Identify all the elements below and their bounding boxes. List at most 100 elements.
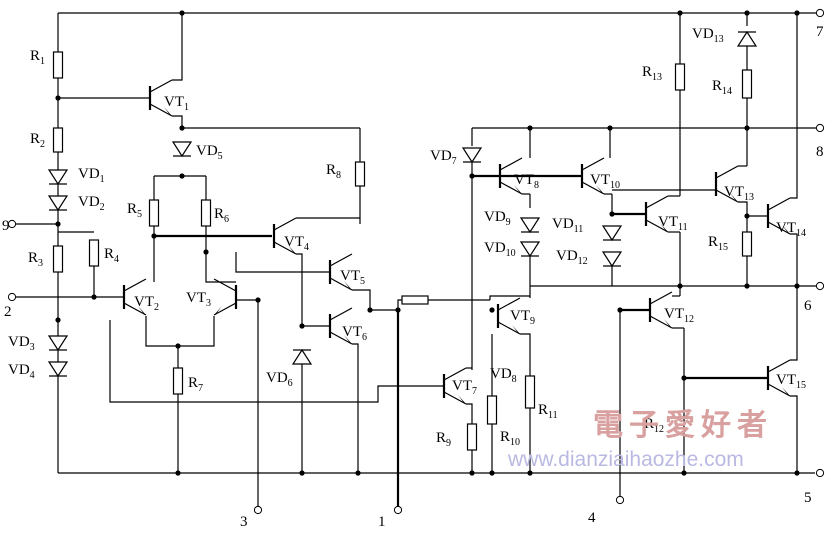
transistor-vt11-emitter (645, 219, 669, 233)
transistor-vt8-arrow (514, 185, 522, 194)
diode-vd1 (47, 169, 69, 186)
transistor-vt1-emitter (149, 103, 173, 117)
junction-dot (527, 470, 533, 476)
transistor-vt1-arrow (164, 107, 172, 116)
transistor-vt5-emitter (329, 277, 353, 291)
resistor-r11 (524, 375, 536, 409)
label-r1: R1 (30, 48, 45, 67)
label-vt9: VT9 (510, 308, 535, 327)
label-vd11: VD11 (552, 216, 583, 235)
transistor-vt4-arrow (288, 245, 296, 254)
transistor-vt2-emitter (123, 302, 147, 316)
junction-dot (469, 173, 475, 179)
label-r9: R9 (436, 430, 451, 449)
transistor-vt11-arrow (660, 223, 668, 232)
wire (205, 252, 236, 283)
wire (172, 115, 183, 128)
resistor-r1 (52, 51, 64, 79)
transistor-vt3-collector (213, 278, 237, 292)
diode-vd9 (519, 217, 541, 234)
label-vd1: VD1 (78, 166, 105, 185)
label-r7: R7 (188, 375, 203, 394)
pin-terminal (253, 505, 263, 515)
label-r2: R2 (30, 131, 45, 150)
pin-label-2: 2 (4, 304, 12, 320)
resistor-r9 (466, 423, 478, 451)
transistor-vt7-collector (443, 367, 467, 381)
wire (520, 333, 531, 376)
transistor-vt9-emitter (497, 321, 521, 335)
wire (172, 13, 183, 81)
pin-label-9: 9 (2, 218, 10, 234)
junction-dot (681, 470, 687, 476)
wire (145, 316, 215, 347)
diode-vd5 (171, 141, 193, 158)
label-vt15: VT15 (776, 372, 806, 391)
transistor-vt13-arrow (730, 193, 738, 202)
pin-label-6: 6 (804, 298, 812, 314)
label-r15: R15 (708, 234, 728, 253)
diode-vd4 (47, 361, 69, 378)
transistor-vt10-emitter (581, 181, 605, 195)
label-vt4: VT4 (284, 234, 309, 253)
transistor-vt1-collector (149, 79, 173, 93)
pin-terminal (7, 292, 17, 302)
transistor-vt6-emitter (329, 331, 353, 345)
junction-dot (355, 470, 361, 476)
pin-label-8: 8 (816, 144, 824, 160)
label-vt14: VT14 (776, 220, 806, 239)
wire (489, 295, 530, 300)
transistor-vt13-emitter (715, 189, 739, 203)
transistor-vt5-arrow (344, 281, 352, 290)
pin-label-1: 1 (378, 514, 386, 530)
transistor-vt7-arrow (458, 395, 466, 404)
resistor-r14 (741, 69, 753, 99)
label-vd4: VD4 (8, 362, 35, 381)
wire (790, 13, 798, 199)
resistor-r8 (354, 161, 366, 187)
label-vd2: VD2 (78, 194, 105, 213)
pin-terminal (815, 281, 825, 291)
junction-dot (489, 307, 495, 313)
pin-terminal (615, 495, 625, 505)
label-r5: R5 (127, 201, 142, 220)
transistor-vt3-emitter (213, 302, 237, 316)
wire (235, 252, 330, 273)
transistor-vt6-arrow (344, 335, 352, 344)
transistor-vt14-collector (767, 197, 791, 211)
label-vd7: VD7 (430, 148, 457, 167)
pin-label-5: 5 (804, 490, 812, 506)
label-vt10: VT10 (590, 172, 620, 191)
resistor-r10 (486, 395, 498, 425)
label-vt6: VT6 (342, 324, 367, 343)
pin-label-4: 4 (588, 510, 596, 526)
transistor-vt8-collector (499, 157, 523, 171)
label-r3: R3 (28, 250, 43, 269)
wire (466, 403, 473, 424)
junction-dot (489, 470, 495, 476)
pin-terminal (815, 8, 825, 18)
junction-dot (255, 297, 261, 303)
transistor-vt9-arrow (512, 325, 520, 334)
resistor-r2 (52, 127, 64, 153)
transistor-vt10-arrow (596, 185, 604, 194)
wire (738, 201, 748, 216)
transistor-vt2-collector (123, 278, 147, 292)
junction-dot (299, 470, 305, 476)
label-vd13: VD13 (692, 26, 724, 45)
label-r11: R11 (538, 402, 558, 421)
transistor-vt7-emitter (443, 391, 467, 405)
transistor-vt15-arrow (782, 387, 790, 396)
pin-terminal (7, 219, 17, 229)
transistor-vt4-emitter (273, 241, 297, 255)
diode-vd11 (601, 225, 623, 242)
transistor-vt14-emitter (767, 221, 791, 235)
diode-vd13 (736, 30, 758, 47)
label-vt2: VT2 (134, 294, 159, 313)
diode-vd12 (601, 251, 623, 268)
resistor-r13 (674, 63, 686, 91)
label-vd10: VD10 (484, 240, 516, 259)
diode-vd2 (47, 195, 69, 212)
label-vd9: VD9 (484, 209, 511, 228)
